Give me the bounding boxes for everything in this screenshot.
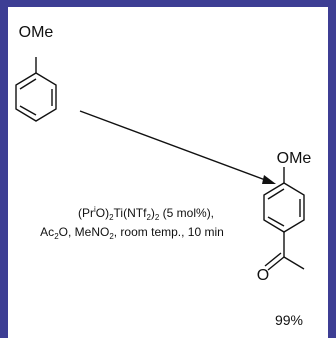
product-carbonyl-o-label: O [257,267,269,284]
reagents-label: Ac2O, MeNO2, room temp., 10 min [40,225,224,241]
scheme-panel: OMe (PriO)2Ti(NTf2)2 (5 mol%), Ac2O, MeN… [8,7,328,338]
product-double-bond-2 [267,216,285,227]
product-double-bond-3 [267,188,285,200]
product-methoxyacetophenone [263,167,305,271]
reaction-scheme: OMe (PriO)2Ti(NTf2)2 (5 mol%), Ac2O, MeN… [15,24,312,328]
reactant-ome-label: OMe [19,24,54,41]
reactant-ring [15,72,57,122]
product-co-bond-1 [267,256,285,271]
product-ring [263,182,305,233]
product-co-bond-2 [264,252,282,267]
reactant-double-bond-2 [19,105,37,116]
reaction-arrow [79,110,276,184]
yield-label: 99% [275,312,303,328]
catalyst-label: (PriO)2Ti(NTf2)2 (5 mol%), [78,205,214,222]
product-ome-label: OMe [277,150,312,167]
reactant-double-bond-3 [19,78,37,90]
reactant-anisole [15,57,57,122]
product-methyl-bond [283,256,305,270]
